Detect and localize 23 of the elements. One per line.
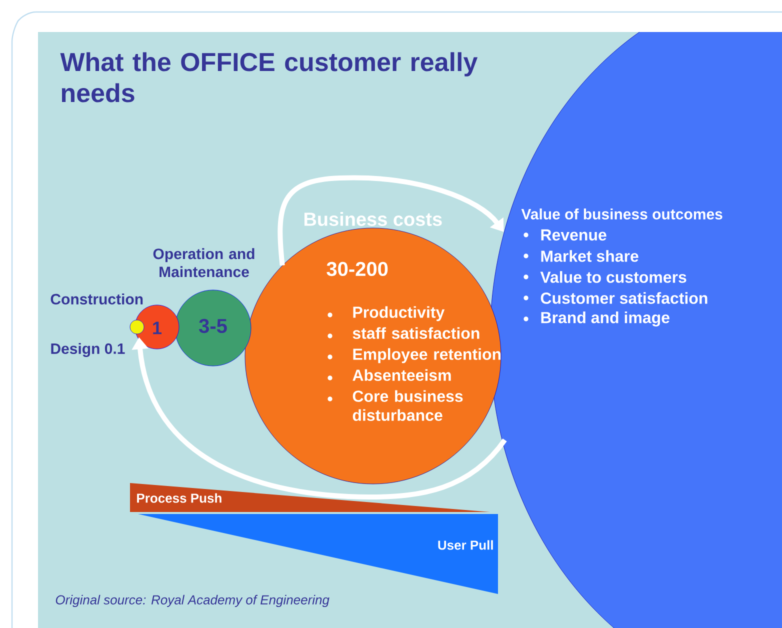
wedge-label: Process Push (137, 493, 222, 503)
circle-label: 3-5 (199, 318, 227, 334)
bullet-item: Productivity (328, 306, 445, 322)
title: What the OFFICE customer really needs (60, 52, 478, 102)
heading: Value of business outcomes (521, 208, 722, 220)
bullet-item: Customer satisfaction (524, 292, 708, 304)
operation-label: Operation and Maintenance (153, 248, 254, 278)
bullet-item: Employee retention (328, 348, 501, 364)
bullet-item: Market share (524, 250, 638, 262)
circle-label: 1 (153, 322, 162, 334)
construction-label: Construction (50, 293, 143, 304)
curved-arrow (278, 175, 504, 266)
bullet-item: Brand and image (524, 312, 670, 326)
heading: Business costs (304, 212, 442, 226)
bullet-item: Core business disturbance (328, 390, 463, 421)
bullet-item: Absenteeism (328, 369, 451, 381)
bullet-item: Revenue (524, 229, 606, 241)
bullet-item: Value to customers (524, 271, 686, 283)
design-label: Design 0.1 (51, 342, 125, 358)
bullet-item: staff satisfaction (328, 327, 480, 339)
wedge-label: User Pull (438, 540, 493, 550)
range-value: 30-200 (326, 262, 388, 276)
caption: Original source: Royal Academy of Engineering (56, 594, 330, 608)
